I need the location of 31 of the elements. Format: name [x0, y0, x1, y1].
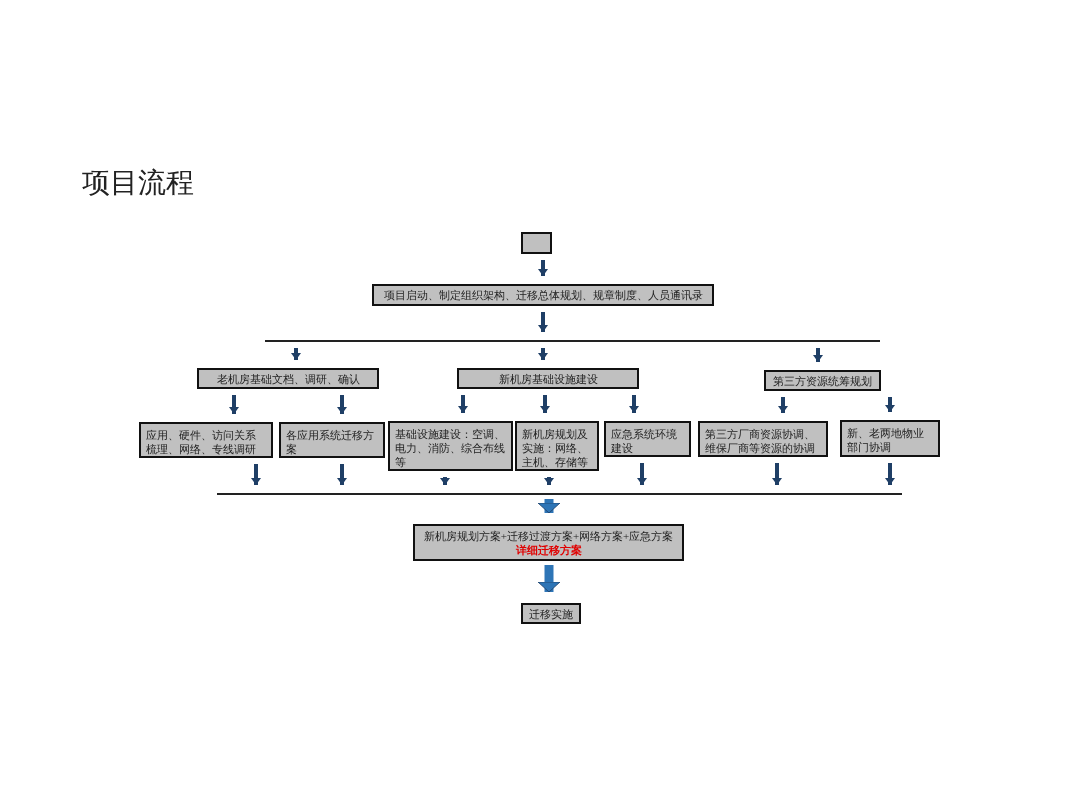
- box-label: 新机房规划及实施：网络、主机、存储等: [522, 427, 589, 469]
- empty-box: [521, 232, 552, 254]
- bus-line: [265, 340, 880, 342]
- box-label: 新、老两地物业部门协调: [847, 426, 925, 454]
- process-box: [279, 422, 385, 458]
- process-box: [413, 524, 684, 561]
- box-label: 基础设施建设：空调、电力、消防、综合布线等: [395, 427, 506, 469]
- box-label: 应急系统环境建设: [611, 427, 678, 455]
- box-label: 第三方资源统筹规划: [773, 373, 872, 388]
- diagram-title: 项目流程: [82, 166, 194, 200]
- process-box: [515, 421, 599, 471]
- box-label: 迁移实施: [529, 606, 573, 621]
- process-box: [698, 421, 828, 457]
- box-label: 第三方厂商资源协调、维保厂商等资源的协调: [705, 427, 816, 455]
- box-label: 应用、硬件、访问关系梳理、网络、专线调研: [146, 428, 257, 456]
- highlight-text: 详细迁移方案: [515, 542, 582, 557]
- bus-line: [217, 493, 902, 495]
- process-box: [604, 421, 691, 457]
- process-box: [372, 284, 714, 306]
- box-label: 新机房规划方案+迁移过渡方案+网络方案+应急方案: [423, 528, 674, 543]
- box-label: 新机房基础设施建设: [498, 371, 598, 386]
- process-box: [521, 603, 581, 624]
- process-box: [197, 368, 379, 389]
- box-label: 老机房基础文档、调研、确认: [216, 371, 360, 386]
- process-box: [457, 368, 639, 389]
- process-box: [139, 422, 273, 458]
- box-label: 项目启动、制定组织架构、迁移总体规划、规章制度、人员通讯录: [383, 288, 703, 302]
- process-box: [764, 370, 881, 391]
- process-box: [388, 421, 513, 471]
- box-label: 各应用系统迁移方案: [286, 428, 375, 456]
- process-box: [840, 420, 940, 457]
